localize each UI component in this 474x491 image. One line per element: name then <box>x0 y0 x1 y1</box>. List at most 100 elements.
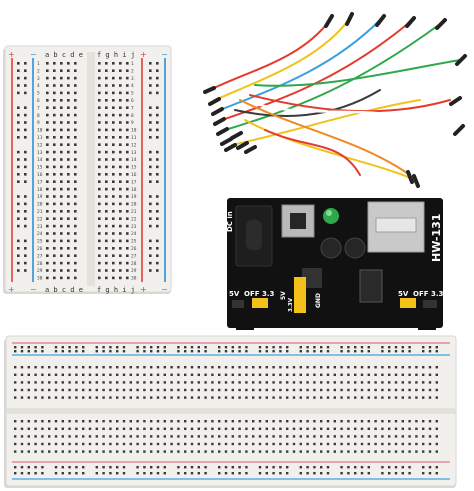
breadboard-hole <box>109 466 112 469</box>
dc-jack-hole <box>246 220 262 250</box>
breadboard-hole <box>401 442 404 446</box>
breadboard-hole <box>401 435 404 438</box>
breadboard-hole <box>149 69 152 72</box>
breadboard-hole <box>190 472 194 475</box>
breadboard-hole <box>98 128 101 132</box>
breadboard-hole <box>61 420 64 423</box>
breadboard-hole <box>24 247 27 250</box>
breadboard-hole <box>67 113 70 117</box>
breadboard-hole <box>265 346 268 349</box>
breadboard-hole <box>218 366 221 369</box>
breadboard-hole <box>46 187 49 191</box>
breadboard-hole <box>129 450 132 453</box>
breadboard-hole <box>184 450 187 453</box>
row-number: 18 <box>131 187 137 193</box>
breadboard-hole <box>48 366 51 369</box>
breadboard-hole <box>53 195 56 198</box>
breadboard-hole <box>126 62 129 65</box>
breadboard-hole <box>27 420 30 423</box>
breadboard-hole <box>112 143 115 146</box>
breadboard-hole <box>156 121 159 124</box>
breadboard-hole <box>122 373 126 376</box>
breadboard-hole <box>82 450 85 453</box>
breadboard-hole <box>422 381 425 384</box>
breadboard-hole <box>119 239 122 243</box>
breadboard-hole <box>68 420 71 423</box>
breadboard-hole <box>143 420 146 423</box>
breadboard-hole <box>34 442 37 446</box>
breadboard-hole <box>204 346 207 349</box>
breadboard-hole <box>428 472 432 475</box>
power-led-highlight <box>326 210 332 216</box>
breadboard-hole <box>105 187 108 191</box>
breadboard-hole <box>46 62 49 65</box>
breadboard-hole <box>109 396 112 399</box>
breadboard-hole <box>197 346 200 349</box>
breadboard-hole <box>119 76 122 80</box>
breadboard-hole <box>177 472 180 475</box>
breadboard-hole <box>105 99 108 102</box>
breadboard-hole <box>20 373 24 376</box>
breadboard-hole <box>75 472 78 475</box>
breadboard-hole <box>265 427 268 430</box>
breadboard-hole <box>231 420 234 423</box>
breadboard-hole <box>422 435 425 438</box>
breadboard-hole <box>401 346 404 349</box>
breadboard-hole <box>67 173 70 176</box>
breadboard-hole <box>27 472 30 475</box>
breadboard-hole <box>74 247 77 250</box>
breadboard-hole <box>428 442 432 446</box>
breadboard-hole <box>46 217 49 220</box>
breadboard-hole <box>24 195 27 198</box>
breadboard-hole <box>408 472 411 475</box>
breadboard-hole <box>24 69 27 72</box>
breadboard-hole <box>109 442 112 446</box>
breadboard-hole <box>67 165 70 169</box>
breadboard-hole <box>116 450 119 453</box>
breadboard-hole <box>67 276 70 280</box>
breadboard-hole <box>112 202 115 206</box>
breadboard-hole <box>98 99 101 102</box>
breadboard-hole <box>401 388 404 392</box>
breadboard-hole <box>299 420 302 423</box>
breadboard-hole <box>252 373 255 376</box>
breadboard-hole <box>326 346 330 349</box>
module-leg-right <box>418 322 436 330</box>
breadboard-hole <box>102 420 105 423</box>
breadboard-hole <box>238 420 241 423</box>
breadboard-hole <box>388 388 391 392</box>
breadboard-hole <box>46 76 49 80</box>
breadboard-hole <box>388 346 391 349</box>
breadboard-hole <box>68 346 71 349</box>
breadboard-hole <box>95 442 98 446</box>
full-breadboard <box>4 335 457 488</box>
breadboard-hole <box>408 350 411 353</box>
breadboard-hole <box>34 435 37 438</box>
breadboard-hole <box>306 388 309 392</box>
breadboard-hole <box>197 420 200 423</box>
breadboard-hole <box>258 420 262 423</box>
breadboard-hole <box>17 121 20 124</box>
breadboard-hole <box>340 427 343 430</box>
breadboard-hole <box>394 472 398 475</box>
left-plus-bottom: + <box>8 285 15 294</box>
letters-bottom-right: f g h i j <box>97 286 135 294</box>
row-number: 27 <box>37 253 43 259</box>
breadboard-hole <box>61 350 64 353</box>
breadboard-hole <box>143 373 146 376</box>
breadboard-hole <box>67 187 70 191</box>
row-number: 12 <box>131 142 137 148</box>
breadboard-hole <box>126 254 129 257</box>
breadboard-hole <box>313 388 316 392</box>
breadboard-hole <box>272 472 275 475</box>
breadboard-hole <box>67 158 70 161</box>
breadboard-hole <box>224 466 228 469</box>
breadboard-hole <box>367 466 370 469</box>
breadboard-hole <box>74 113 77 117</box>
breadboard-hole <box>17 84 20 87</box>
breadboard-hole <box>54 450 58 453</box>
left-5v-label: 5V <box>229 290 240 298</box>
breadboard-hole <box>88 381 92 384</box>
breadboard-hole <box>112 91 115 95</box>
breadboard-hole <box>74 217 77 220</box>
